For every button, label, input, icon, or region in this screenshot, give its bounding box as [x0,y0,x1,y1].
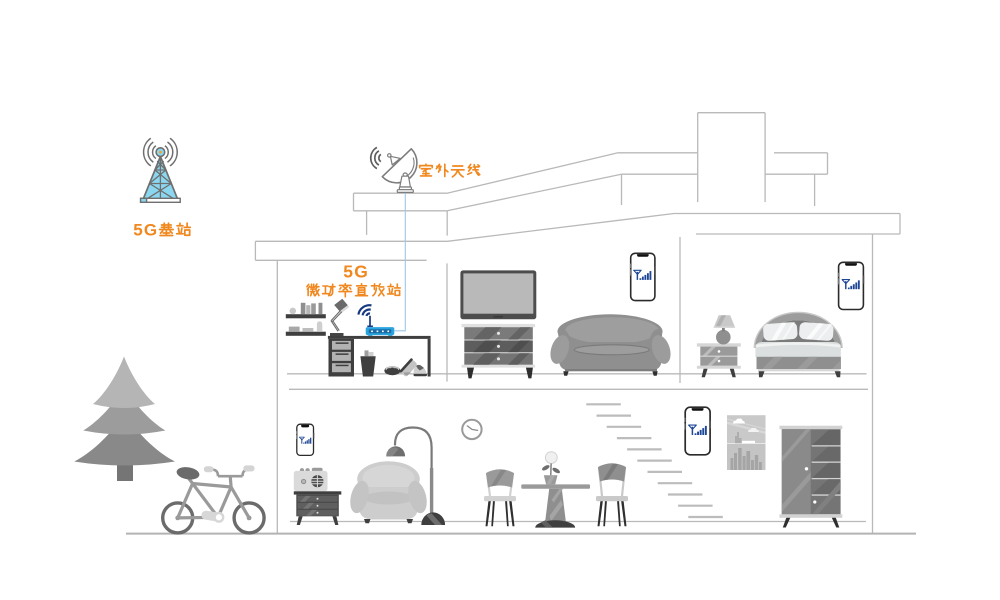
svg-text:5G: 5G [343,262,369,282]
svg-text:5G: 5G [133,220,158,239]
